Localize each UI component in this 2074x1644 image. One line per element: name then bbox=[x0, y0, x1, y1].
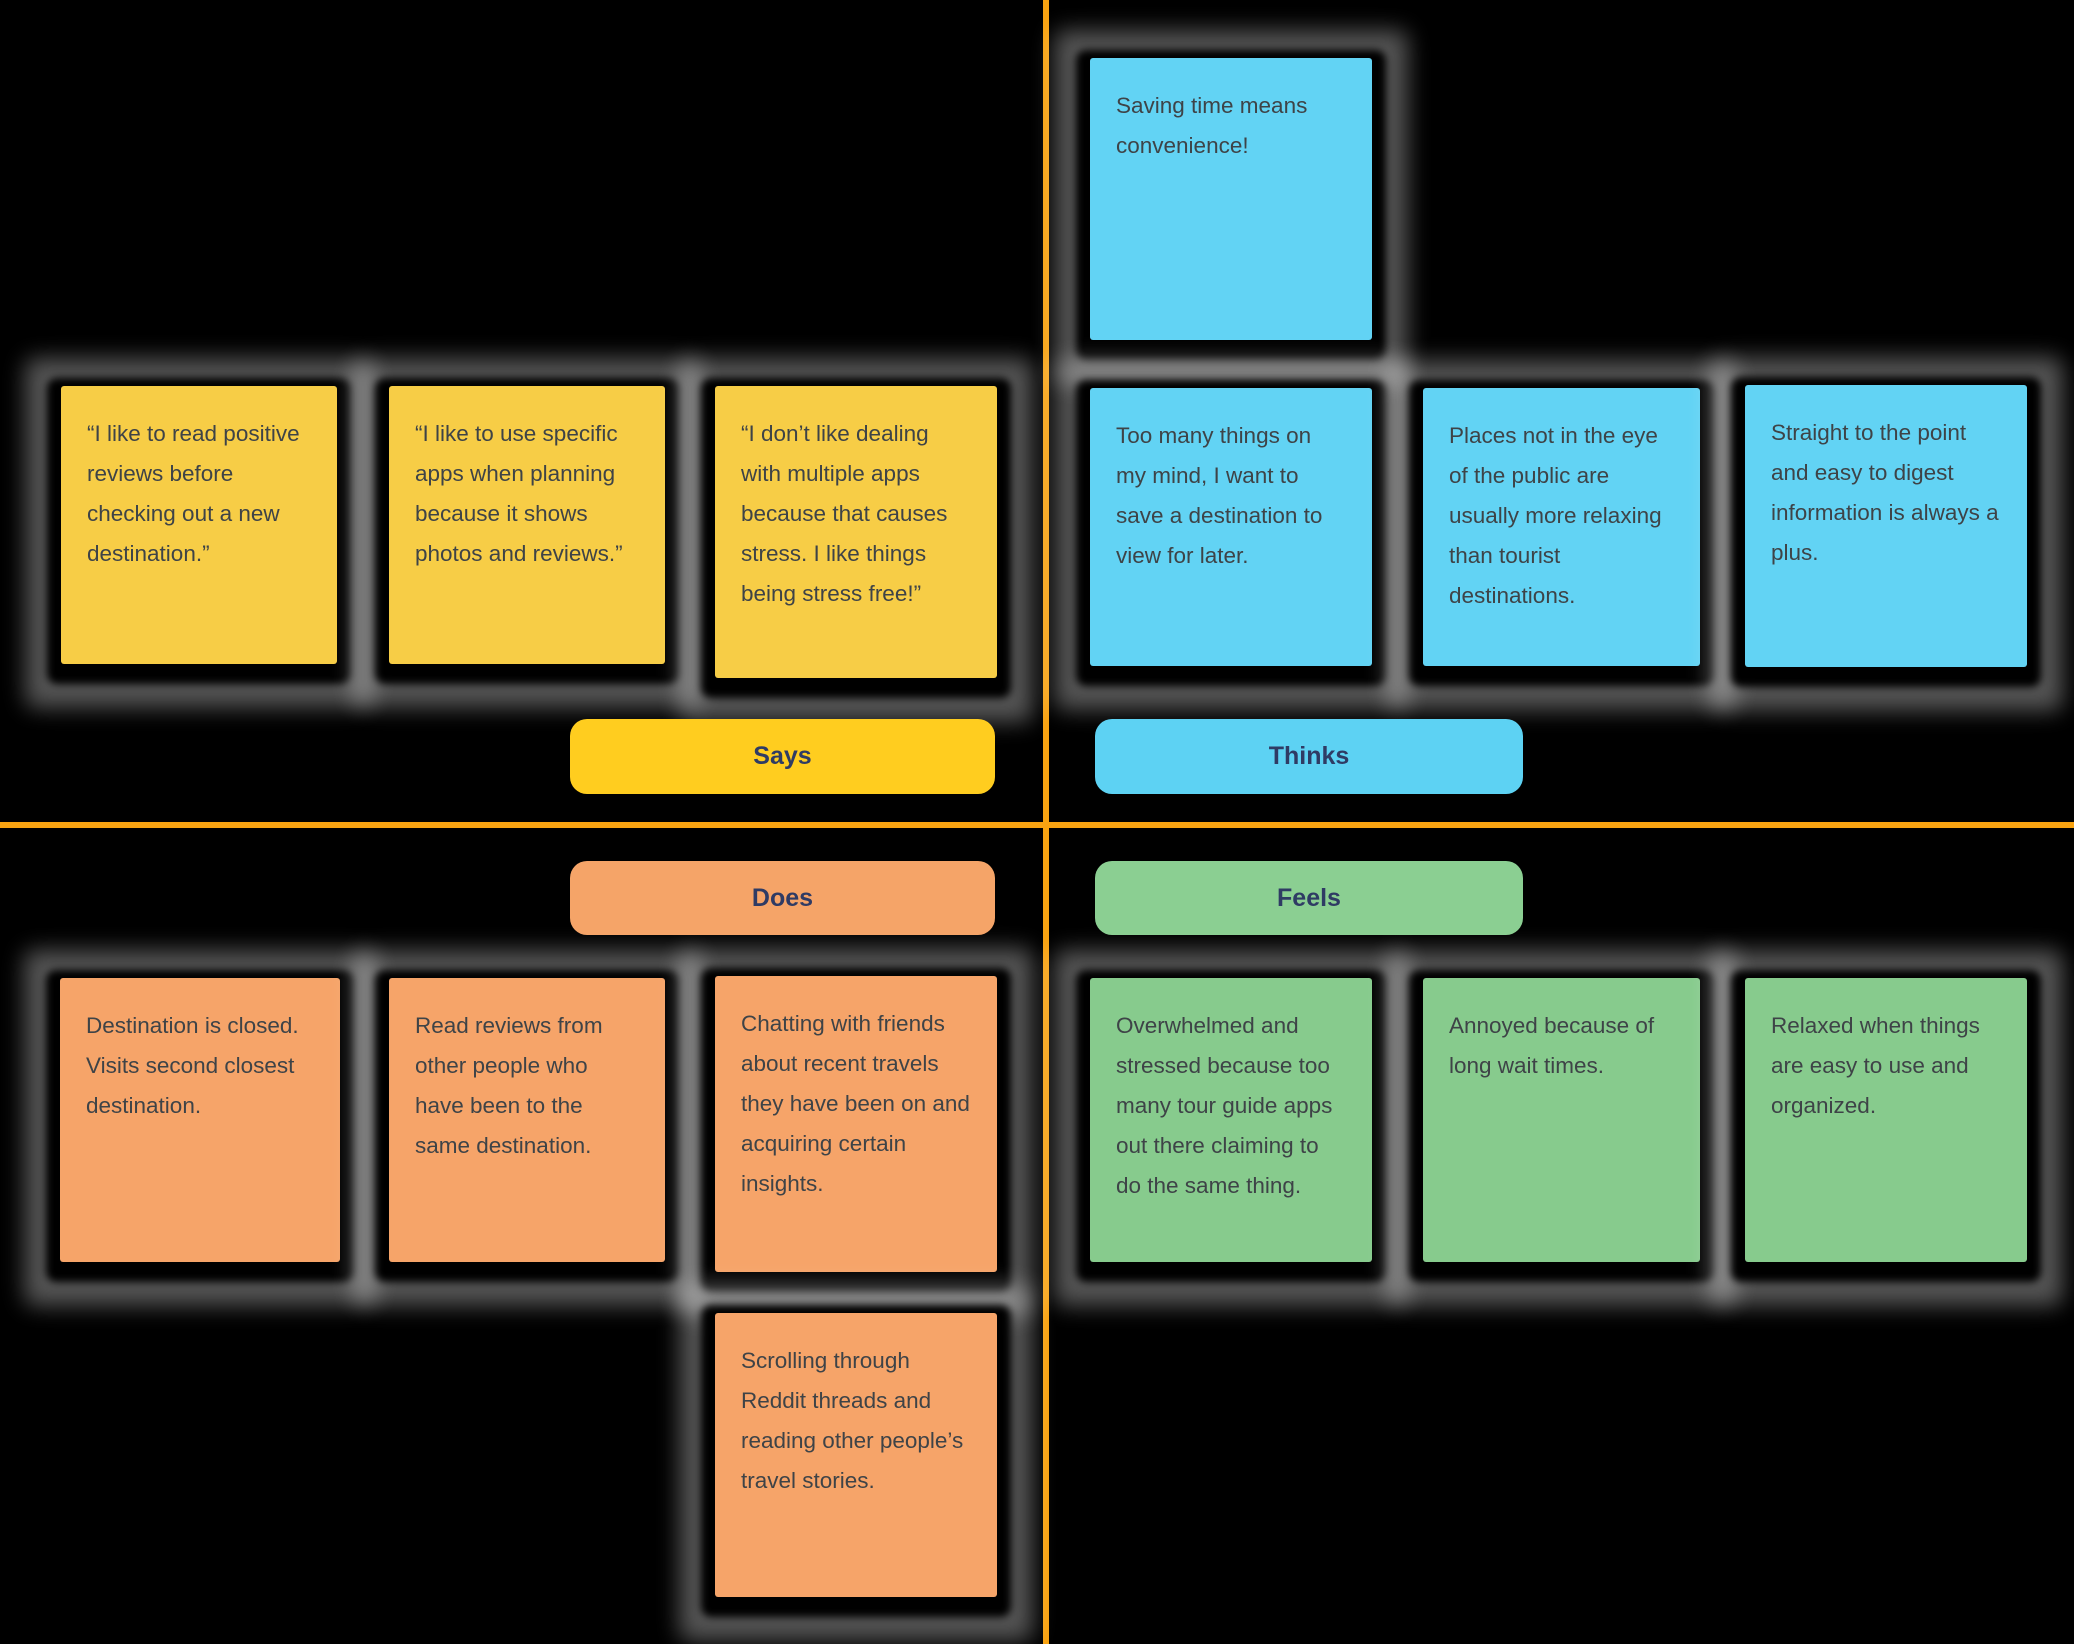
sticky-note-does-3[interactable]: Chatting with friends about recent trave… bbox=[715, 976, 997, 1272]
sticky-note-does-1[interactable]: Destination is closed. Visits second clo… bbox=[60, 978, 340, 1262]
sticky-note-text: Places not in the eye of the public are … bbox=[1449, 423, 1662, 608]
sticky-note-text: Too many things on my mind, I want to sa… bbox=[1116, 423, 1323, 568]
sticky-note-text: Straight to the point and easy to digest… bbox=[1771, 420, 1999, 565]
sticky-note-thinks-1[interactable]: Saving time means convenience! bbox=[1090, 58, 1372, 340]
sticky-note-thinks-3[interactable]: Places not in the eye of the public are … bbox=[1423, 388, 1700, 666]
quadrant-label-text: Feels bbox=[1277, 883, 1341, 912]
sticky-note-text: Scrolling through Reddit threads and rea… bbox=[741, 1348, 964, 1493]
sticky-note-text: “I like to read positive reviews before … bbox=[87, 421, 300, 566]
sticky-note-text: Relaxed when things are easy to use and … bbox=[1771, 1013, 1980, 1118]
sticky-note-text: “I like to use specific apps when planni… bbox=[415, 421, 623, 566]
sticky-note-text: Chatting with friends about recent trave… bbox=[741, 1011, 970, 1196]
sticky-note-thinks-2[interactable]: Too many things on my mind, I want to sa… bbox=[1090, 388, 1372, 666]
sticky-note-does-2[interactable]: Read reviews from other people who have … bbox=[389, 978, 665, 1262]
sticky-note-says-1[interactable]: “I like to read positive reviews before … bbox=[61, 386, 337, 664]
quadrant-label-text: Does bbox=[751, 883, 814, 912]
quadrant-label-thinks[interactable]: Thinks bbox=[1095, 719, 1523, 794]
sticky-note-feels-2[interactable]: Annoyed because of long wait times. bbox=[1423, 978, 1700, 1262]
sticky-note-says-3[interactable]: “I don’t like dealing with multiple apps… bbox=[715, 386, 997, 678]
sticky-note-thinks-4[interactable]: Straight to the point and easy to digest… bbox=[1745, 385, 2027, 667]
horizontal-divider-line bbox=[0, 822, 2074, 828]
quadrant-label-text: Says bbox=[753, 742, 812, 770]
sticky-note-feels-3[interactable]: Relaxed when things are easy to use and … bbox=[1745, 978, 2027, 1262]
sticky-note-text: Annoyed because of long wait times. bbox=[1449, 1013, 1655, 1078]
sticky-note-says-2[interactable]: “I like to use specific apps when planni… bbox=[389, 386, 665, 664]
quadrant-label-text: Thinks bbox=[1268, 742, 1350, 770]
sticky-note-text: Overwhelmed and stressed because too man… bbox=[1116, 1013, 1333, 1198]
sticky-note-text: Read reviews from other people who have … bbox=[415, 1013, 603, 1158]
sticky-note-feels-1[interactable]: Overwhelmed and stressed because too man… bbox=[1090, 978, 1372, 1262]
quadrant-label-does[interactable]: Does bbox=[570, 861, 995, 935]
quadrant-label-feels[interactable]: Feels bbox=[1095, 861, 1523, 935]
sticky-note-does-4[interactable]: Scrolling through Reddit threads and rea… bbox=[715, 1313, 997, 1597]
sticky-note-text: “I don’t like dealing with multiple apps… bbox=[741, 421, 948, 606]
sticky-note-text: Destination is closed. Visits second clo… bbox=[86, 1013, 299, 1118]
quadrant-label-says[interactable]: Says bbox=[570, 719, 995, 794]
sticky-note-text: Saving time means convenience! bbox=[1116, 93, 1308, 158]
